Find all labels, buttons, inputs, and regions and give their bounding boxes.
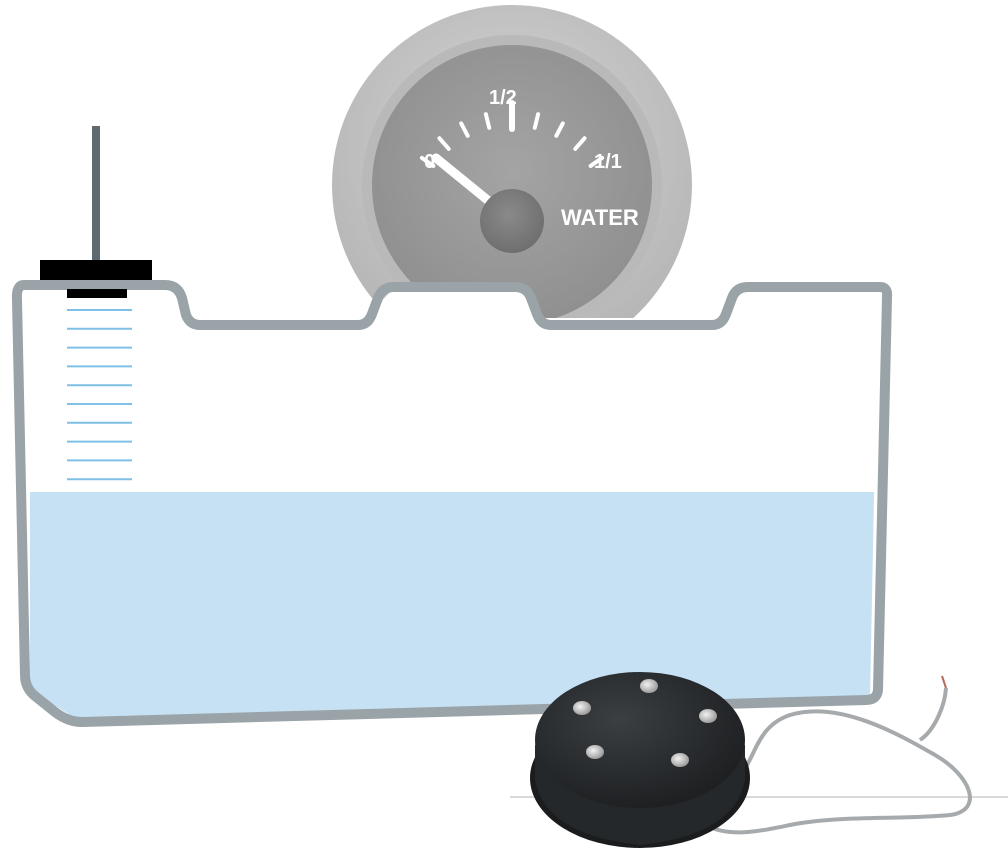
- sensor-top: [535, 672, 745, 808]
- sensor-screw: [586, 745, 604, 759]
- sensor-screw: [699, 709, 717, 723]
- sensor-wire-tip: [942, 676, 946, 688]
- gauge-label-full: 1/1: [594, 151, 622, 173]
- gauge-label-half: 1/2: [489, 87, 517, 109]
- probe-rod: [92, 126, 100, 266]
- probe-flange: [40, 260, 152, 280]
- sensor-screw: [573, 701, 591, 715]
- sensor-screw: [640, 679, 658, 693]
- water-tank: [0, 285, 1008, 752]
- probe-mount: [67, 289, 127, 298]
- sensor-screw: [671, 753, 689, 767]
- gauge-title: WATER: [561, 205, 639, 230]
- sensor-cable-end: [920, 688, 946, 740]
- gauge-hub: [480, 189, 544, 253]
